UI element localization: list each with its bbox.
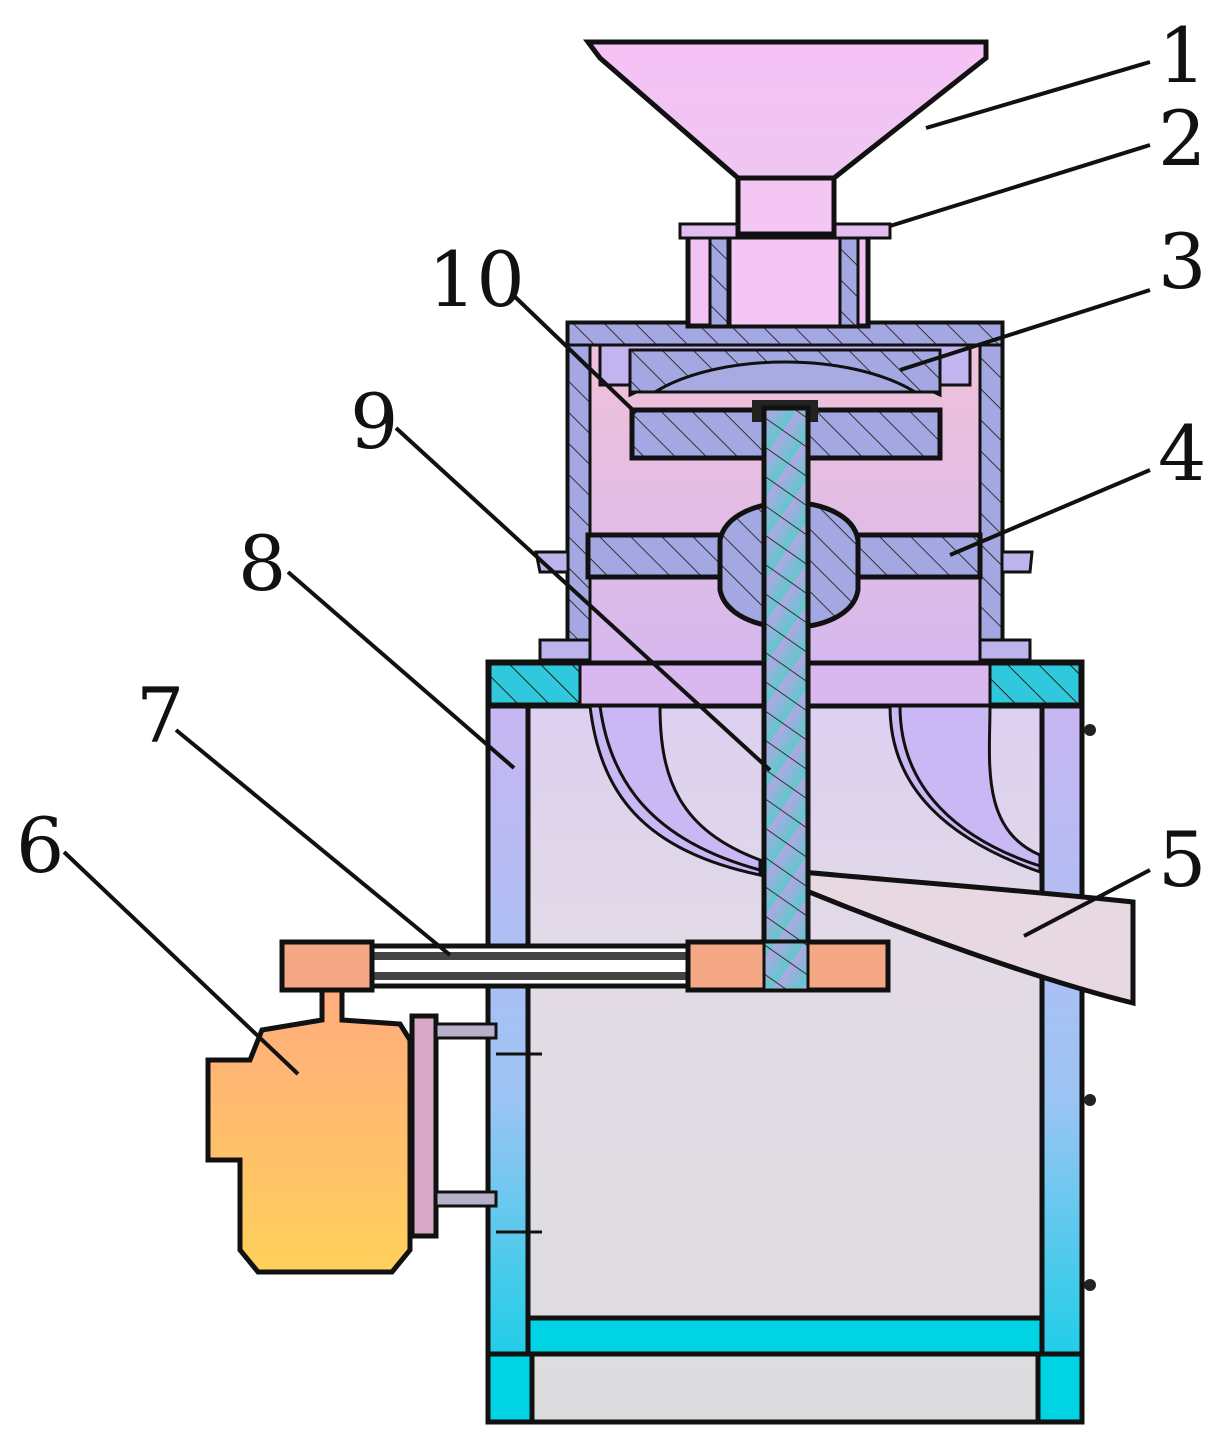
callout-5: 5 xyxy=(1158,815,1206,904)
top-disc xyxy=(598,343,972,398)
callout-7: 7 xyxy=(136,671,184,760)
belt-drive xyxy=(279,939,891,993)
callout-9: 9 xyxy=(350,377,398,466)
callout-10: 10 xyxy=(428,235,525,324)
callout-4: 4 xyxy=(1158,409,1206,498)
hopper xyxy=(583,39,989,181)
leader-4 xyxy=(949,468,1151,557)
outlet-spout xyxy=(758,865,1136,1007)
leader-6 xyxy=(62,850,300,1076)
leader-9 xyxy=(394,426,772,772)
leader-lines xyxy=(62,60,1151,1076)
leader-5 xyxy=(1023,868,1151,938)
leader-7 xyxy=(174,728,452,957)
callout-3: 3 xyxy=(1158,217,1206,306)
leader-8 xyxy=(286,570,516,770)
callout-8: 8 xyxy=(238,519,286,608)
leader-10 xyxy=(510,292,638,415)
leader-2 xyxy=(889,143,1151,228)
callout-labels: 1 2 3 4 5 6 7 8 9 10 xyxy=(16,11,1206,904)
leader-1 xyxy=(925,60,1151,130)
feed-neck xyxy=(678,175,892,329)
callout-2: 2 xyxy=(1158,94,1206,183)
leader-3 xyxy=(899,288,1151,372)
callout-6: 6 xyxy=(16,801,64,890)
callout-1: 1 xyxy=(1158,11,1206,100)
discharge-chute xyxy=(588,704,1042,877)
main-shaft xyxy=(761,405,811,993)
motor xyxy=(205,987,542,1275)
